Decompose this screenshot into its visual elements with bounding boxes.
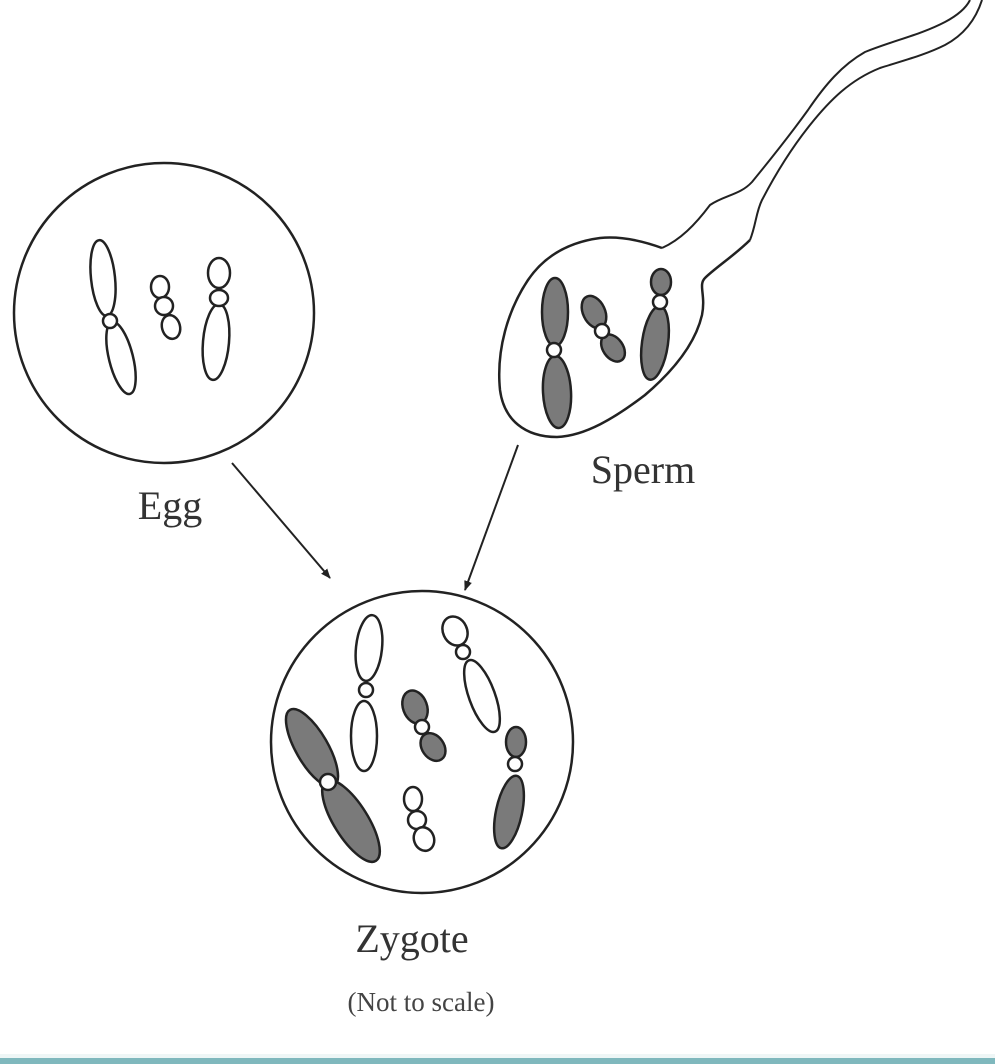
sperm-cell xyxy=(498,0,983,439)
zygote-chromosome-medium-paternal xyxy=(492,725,528,850)
egg-chromosome-medium xyxy=(201,256,232,382)
zygote-chromosome-medium-maternal xyxy=(441,615,502,734)
zygote-label: Zygote xyxy=(355,916,469,961)
egg-to-zygote-arrow xyxy=(231,462,331,579)
sperm-tail-lower xyxy=(749,0,983,241)
sperm-to-zygote-arrow xyxy=(464,444,519,591)
sperm-chromosome-small xyxy=(580,294,627,363)
zygote-chromosome-long-maternal xyxy=(349,613,384,773)
sperm-tail-upper xyxy=(661,0,971,249)
zygote-chromosome-long-paternal xyxy=(284,707,382,864)
egg-label: Egg xyxy=(137,483,203,528)
bottom-strip xyxy=(0,1054,995,1058)
egg-chromosome-small xyxy=(149,274,182,341)
not-to-scale-note: (Not to scale) xyxy=(347,987,495,1017)
sperm-label: Sperm xyxy=(590,447,696,492)
bottom-accent-bar xyxy=(0,1058,995,1064)
egg-cell xyxy=(12,161,316,465)
sperm-chromosome-long xyxy=(540,276,573,430)
zygote-cell xyxy=(269,589,575,895)
egg-chromosome-long xyxy=(89,238,137,396)
sperm-chromosome-medium xyxy=(639,267,673,381)
sperm-head-outline xyxy=(498,236,751,439)
zygote-chromosome-small-paternal xyxy=(401,689,447,763)
zygote-chromosome-small-maternal xyxy=(402,785,436,853)
